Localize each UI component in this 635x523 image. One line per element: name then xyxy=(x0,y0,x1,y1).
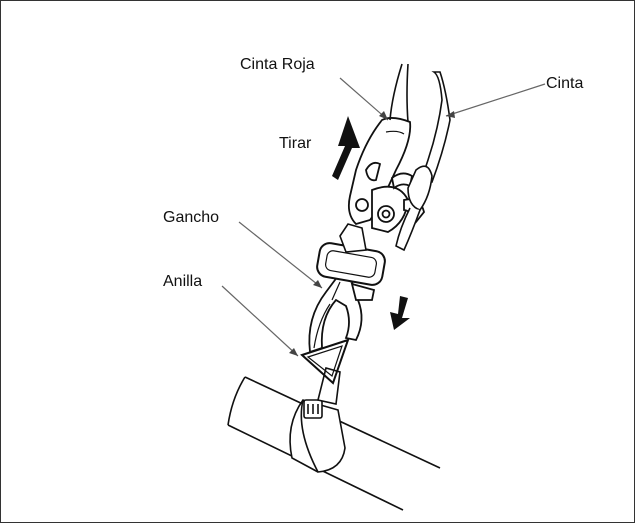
leader-arrowheads xyxy=(289,111,455,356)
label-gancho: Gancho xyxy=(163,209,219,226)
gancho-hook xyxy=(308,274,376,354)
label-cinta-roja: Cinta Roja xyxy=(240,56,315,73)
mid-strap xyxy=(339,223,367,253)
anilla-ring xyxy=(300,338,350,385)
arrow-down xyxy=(390,296,410,330)
pull-arrow-up xyxy=(332,116,360,180)
ring-buckle xyxy=(316,242,386,286)
leader-lines xyxy=(221,77,546,357)
label-cinta: Cinta xyxy=(546,75,583,92)
label-tirar: Tirar xyxy=(279,135,312,152)
main-strap xyxy=(395,71,451,252)
red-strap xyxy=(389,63,409,123)
pipe-clamp xyxy=(289,399,346,473)
label-anilla: Anilla xyxy=(163,273,202,290)
